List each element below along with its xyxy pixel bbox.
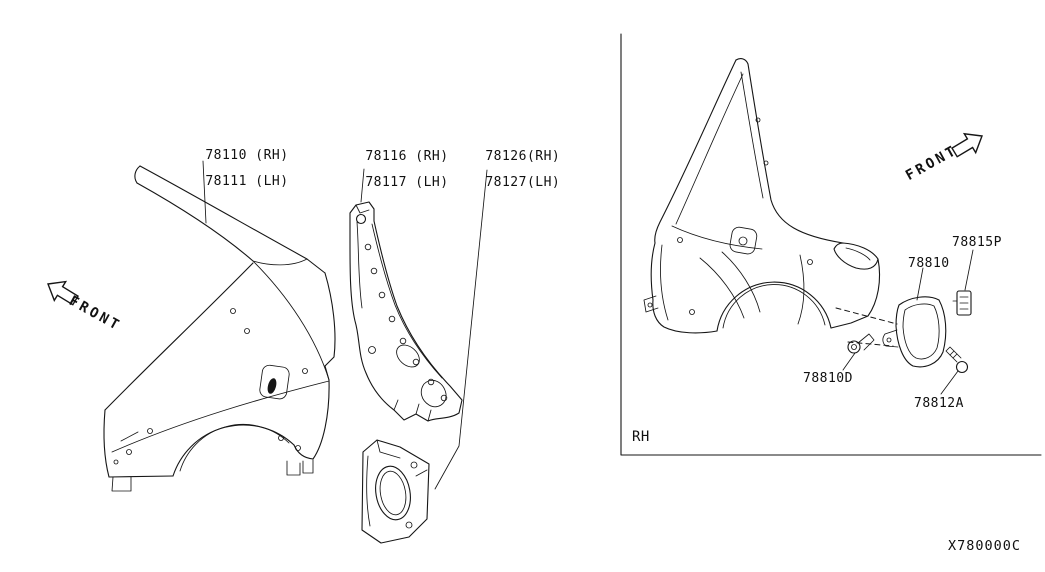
leader-line-78810 bbox=[916, 267, 924, 301]
part-label-screw: 78812A bbox=[914, 396, 964, 411]
part-number-rh: 78126(RH) bbox=[485, 149, 561, 164]
part-label-fuel-filler-lid: 78810 bbox=[908, 256, 950, 271]
front-arrow-left-icon bbox=[47, 280, 79, 306]
lid-bumper-drawing bbox=[847, 333, 875, 354]
quarter-panel-outer-drawing bbox=[103, 165, 336, 492]
part-label-corner-panel: 78126(RH) 78127(LH) bbox=[452, 137, 560, 202]
leader-line-78810d bbox=[842, 352, 856, 371]
part-number-lh: 78117 (LH) bbox=[365, 175, 449, 190]
part-number-lh: 78111 (LH) bbox=[205, 174, 289, 189]
part-label-lid-bumper: 78810D bbox=[803, 371, 853, 386]
part-number-lh: 78127(LH) bbox=[485, 175, 561, 190]
view-side-label: RH bbox=[632, 429, 650, 445]
part-label-clip: 78815P bbox=[952, 235, 1002, 250]
corner-bracket-drawing bbox=[361, 439, 430, 544]
leader-line-78116 bbox=[360, 168, 365, 203]
screw-drawing bbox=[945, 346, 969, 374]
clip-drawing bbox=[952, 290, 972, 316]
fuel-lid-drawing bbox=[882, 296, 947, 368]
inner-reinforcement-drawing bbox=[349, 201, 463, 422]
part-number-rh: 78110 (RH) bbox=[205, 148, 289, 163]
leader-line-78110 bbox=[202, 160, 207, 224]
inset-view-border bbox=[620, 33, 1042, 456]
part-label-outer-quarter-panel: 78110 (RH) 78111 (LH) bbox=[172, 136, 289, 201]
leader-line-78815p bbox=[964, 249, 974, 291]
leader-line-78126 bbox=[434, 169, 488, 490]
rear-quarter-rh-drawing bbox=[643, 58, 881, 334]
drawing-code: X780000C bbox=[948, 538, 1022, 554]
part-number-rh: 78116 (RH) bbox=[365, 149, 449, 164]
front-arrow-right-icon bbox=[951, 132, 983, 158]
leader-line-78812a bbox=[940, 370, 959, 395]
assembly-dashed-line-upper bbox=[835, 307, 898, 325]
part-label-inner-reinforcement: 78116 (RH) 78117 (LH) bbox=[332, 137, 449, 202]
